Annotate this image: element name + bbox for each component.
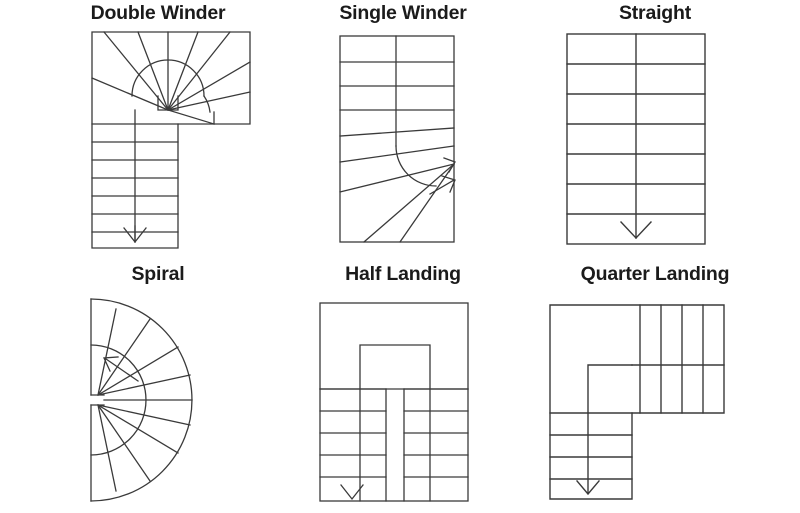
diagram-title-quarter-landing: Quarter Landing xyxy=(580,263,730,285)
diagram-title-spiral: Spiral xyxy=(131,263,185,285)
diagram-card-quarter-landing: Quarter Landing xyxy=(520,263,790,513)
diagram-half-landing xyxy=(318,301,470,503)
diagram-card-straight: Straight xyxy=(530,2,780,257)
diagram-card-double-winder: Double Winder xyxy=(28,2,288,257)
diagram-single-winder xyxy=(338,34,458,244)
diagram-spiral xyxy=(88,297,212,503)
diagram-card-single-winder: Single Winder xyxy=(288,2,518,257)
diagram-title-single-winder: Single Winder xyxy=(339,2,467,24)
diagram-title-double-winder: Double Winder xyxy=(90,2,226,24)
diagram-card-spiral: Spiral xyxy=(28,263,288,513)
diagram-card-half-landing: Half Landing xyxy=(288,263,518,513)
diagram-straight xyxy=(565,32,707,246)
diagram-title-straight: Straight xyxy=(618,2,692,24)
diagram-quarter-landing xyxy=(548,303,726,503)
diagram-title-half-landing: Half Landing xyxy=(345,263,461,285)
diagram-double-winder xyxy=(90,30,260,250)
